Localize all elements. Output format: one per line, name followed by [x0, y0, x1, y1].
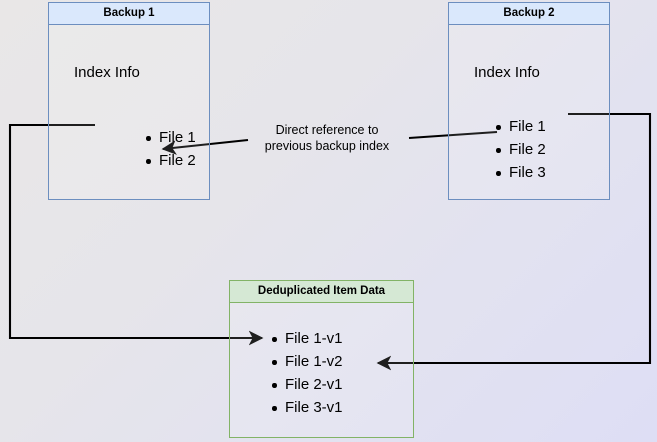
list-item[interactable]: File 3-v1 [270, 396, 343, 419]
list-item[interactable]: File 2 [494, 138, 546, 161]
backup-1-file-list: File 1 File 2 [144, 126, 196, 172]
backup-2-index-info-label: Index Info [474, 64, 540, 81]
node-backup-2[interactable]: Backup 2 Index Info File 1 File 2 File 3 [448, 2, 610, 200]
list-item[interactable]: File 2-v1 [270, 373, 343, 396]
list-item[interactable]: File 1 [144, 126, 196, 149]
list-item[interactable]: File 1 [494, 115, 546, 138]
list-item[interactable]: File 1-v2 [270, 350, 343, 373]
backup-2-file-list: File 1 File 2 File 3 [494, 115, 546, 184]
node-backup-1-body: Index Info File 1 File 2 [49, 25, 209, 199]
node-backup-2-header: Backup 2 [449, 3, 609, 25]
list-item[interactable]: File 1-v1 [270, 327, 343, 350]
node-backup-1-header: Backup 1 [49, 3, 209, 25]
node-backup-2-body: Index Info File 1 File 2 File 3 [449, 25, 609, 199]
node-dedup-header: Deduplicated Item Data [230, 281, 413, 303]
list-item[interactable]: File 2 [144, 149, 196, 172]
node-deduplicated-item-data[interactable]: Deduplicated Item Data File 1-v1 File 1-… [229, 280, 414, 438]
node-dedup-body: File 1-v1 File 1-v2 File 2-v1 File 3-v1 [230, 303, 413, 437]
edge-label-direct-reference: Direct reference to previous backup inde… [264, 123, 390, 153]
list-item[interactable]: File 3 [494, 161, 546, 184]
dedup-file-list: File 1-v1 File 1-v2 File 2-v1 File 3-v1 [270, 327, 343, 419]
backup-1-index-info-label: Index Info [74, 64, 140, 81]
node-backup-1[interactable]: Backup 1 Index Info File 1 File 2 [48, 2, 210, 200]
